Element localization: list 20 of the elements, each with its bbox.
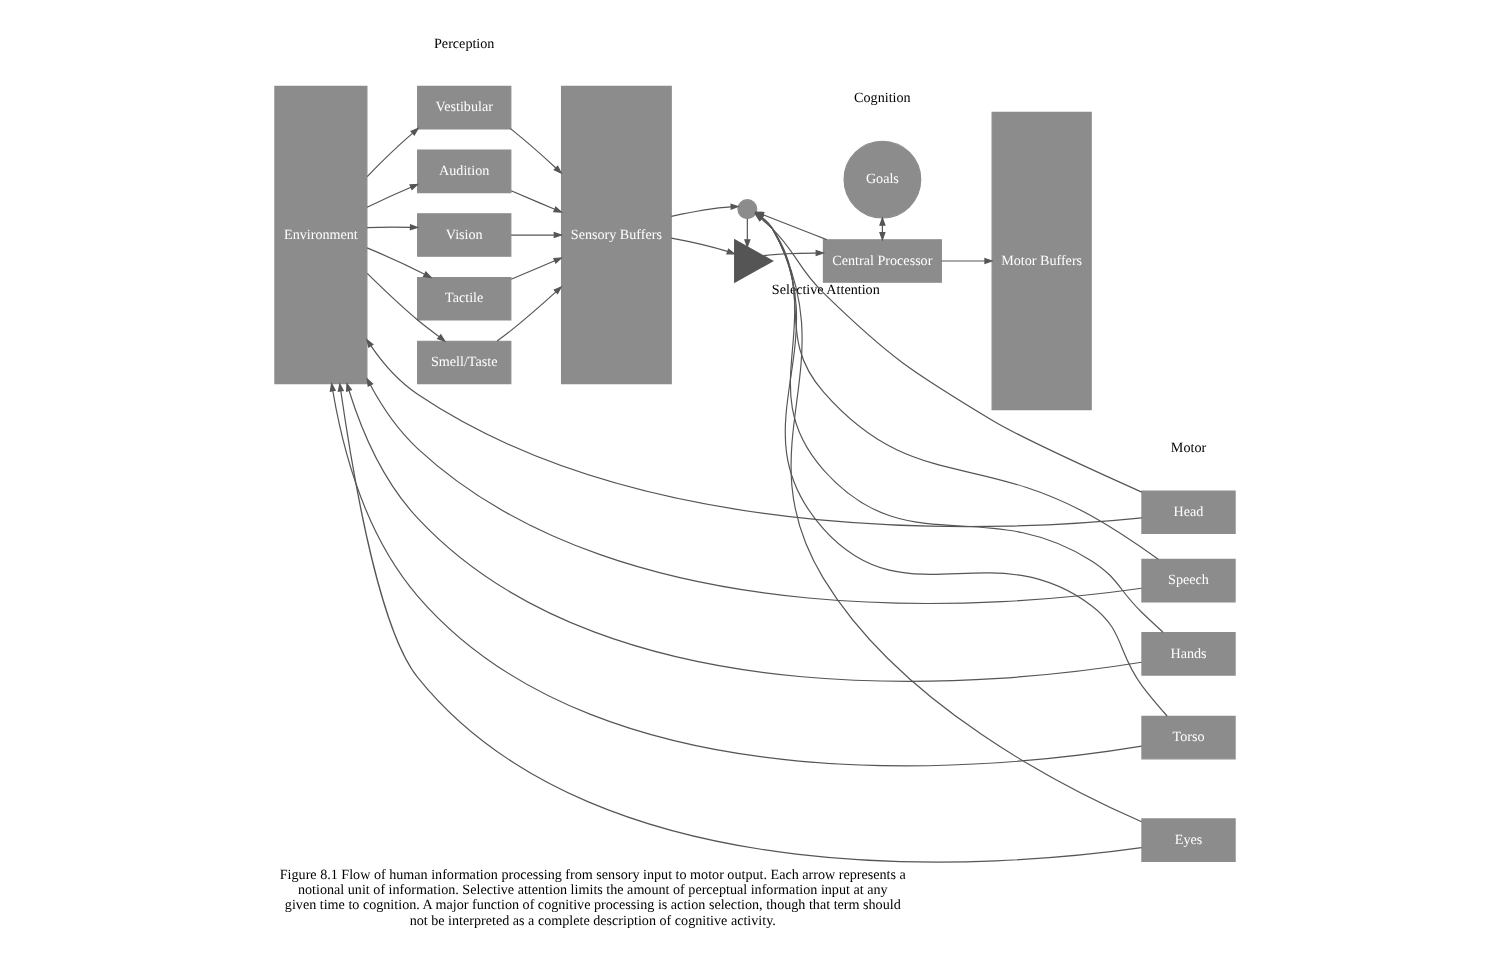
arrow	[495, 284, 562, 341]
arrow	[509, 256, 562, 279]
arrow	[336, 381, 1142, 862]
arrow	[743, 217, 750, 248]
arrow	[365, 182, 419, 207]
arrow	[365, 223, 419, 230]
arrow	[669, 202, 739, 216]
arrow	[509, 230, 563, 238]
arrow	[669, 236, 736, 254]
arrow	[365, 246, 432, 278]
arrow	[345, 381, 1142, 681]
arrow	[365, 126, 419, 177]
arrow	[508, 126, 562, 174]
arrow	[509, 189, 562, 212]
node-circle	[736, 198, 757, 219]
arrow	[365, 376, 1142, 603]
arrow	[939, 256, 993, 264]
arrow	[762, 248, 825, 256]
arrow	[328, 381, 1142, 766]
arrow	[365, 271, 446, 342]
